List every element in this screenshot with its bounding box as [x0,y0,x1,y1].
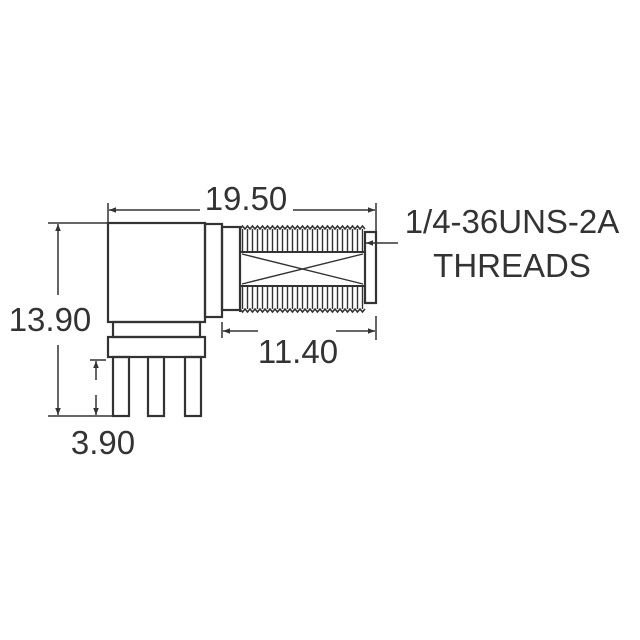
threaded-barrel [239,224,366,314]
dimension-thread-length: 11.40 [221,316,377,370]
dimension-overall-height: 13.90 [9,222,112,417]
flange [203,222,224,319]
thread-callout: 1/4-36UNS-2A THREADS [366,203,619,284]
connector-body [106,221,378,418]
pin-left [111,355,131,418]
callout-thread-spec: 1/4-36UNS-2A [405,203,620,240]
pin-right [183,355,203,418]
dimension-overall-length: 19.50 [107,180,377,235]
end-cap [363,230,378,305]
dimension-pin-length: 3.90 [71,359,135,461]
callout-threads-label: THREADS [433,247,591,284]
hex-nut [220,225,242,312]
pin-center [146,355,166,418]
dim-label-19-50: 19.50 [205,180,288,217]
dim-label-3-90: 3.90 [71,424,135,461]
base-plate [106,335,207,359]
dim-label-11-40: 11.40 [258,333,338,370]
neck [111,320,202,339]
dim-label-13-90: 13.90 [9,301,92,338]
main-housing [106,221,207,324]
